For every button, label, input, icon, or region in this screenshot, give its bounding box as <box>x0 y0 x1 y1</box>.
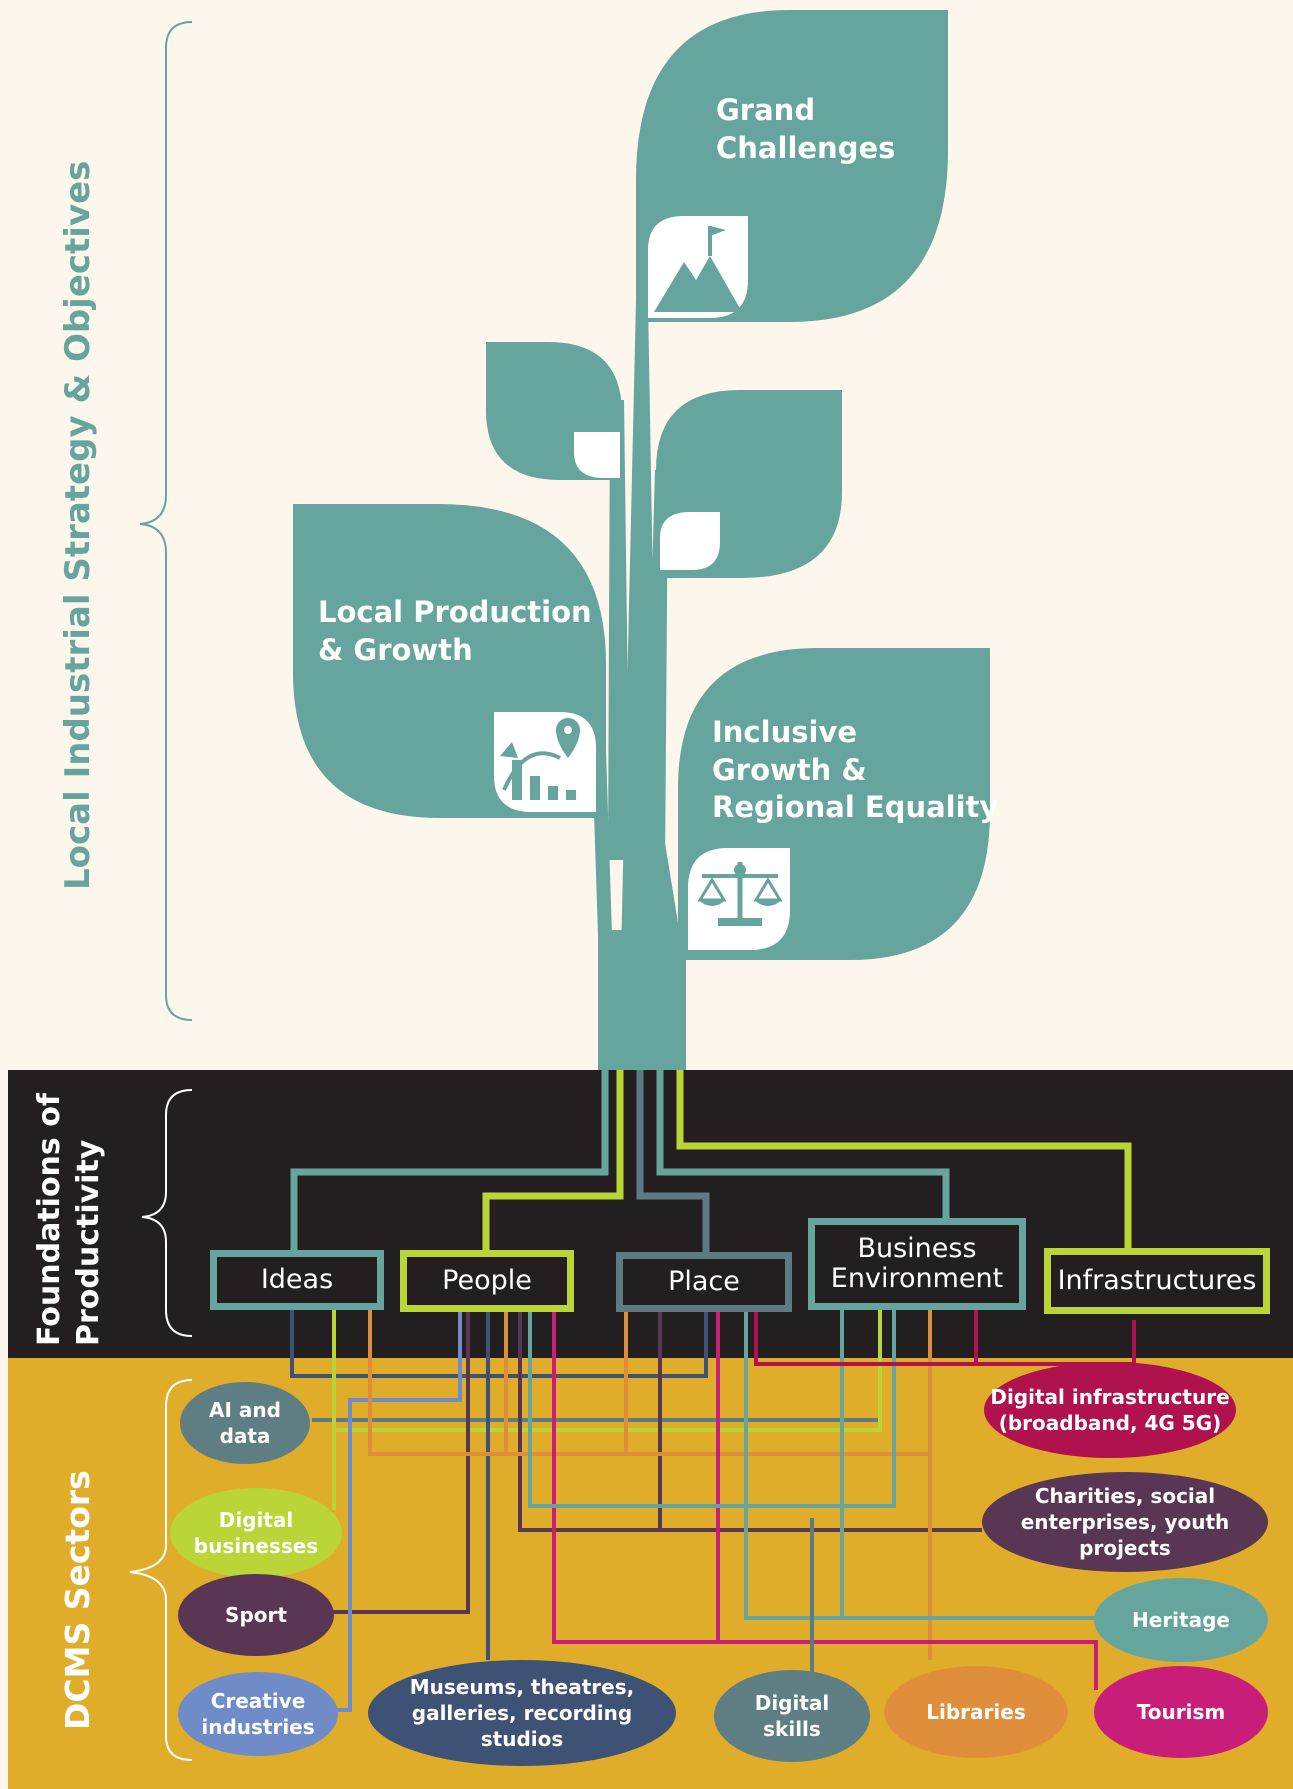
sector-charities: Charities, social enterprises, youth pro… <box>982 1472 1268 1572</box>
sector-ai-and-data: AI and data <box>180 1382 310 1464</box>
sector-tourism: Tourism <box>1094 1666 1268 1758</box>
foundation-place: Place <box>616 1252 792 1312</box>
foundation-infrastructures: Infrastructures <box>1044 1248 1270 1314</box>
sector-sport: Sport <box>178 1574 334 1656</box>
foundations-brace <box>141 1089 193 1337</box>
sectors-brace <box>129 1379 193 1761</box>
foundation-people: People <box>400 1250 574 1312</box>
foundations-band <box>8 1070 1293 1358</box>
local-production-title: Local Production & Growth <box>318 595 592 667</box>
growth-chart-location-icon <box>494 712 596 812</box>
foundation-business-environment: Business Environment <box>808 1218 1026 1310</box>
small-leaf-left-accent <box>574 432 620 478</box>
sector-connectors <box>290 1310 1136 1712</box>
sector-digital-infrastructure: Digital infrastructure (broadband, 4G 5G… <box>984 1362 1236 1458</box>
mountain-flag-icon <box>648 216 748 318</box>
inclusive-growth-title: Inclusive Growth & Regional Equality <box>712 715 999 825</box>
sector-libraries: Libraries <box>884 1666 1068 1758</box>
sector-heritage: Heritage <box>1094 1578 1268 1662</box>
sector-digital-businesses: Digital businesses <box>170 1488 342 1578</box>
sector-creative-industries: Creative industries <box>178 1672 338 1756</box>
tree-stems <box>590 300 686 1070</box>
sector-museums: Museums, theatres, galleries, recording … <box>368 1660 676 1766</box>
scales-icon <box>688 848 790 950</box>
sectors-label: DCMS Sectors <box>58 1470 97 1730</box>
strategy-brace <box>139 21 193 1021</box>
strategy-label: Local Industrial Strategy & Objectives <box>58 160 98 890</box>
grand-challenges-title: Grand Challenges <box>716 93 896 165</box>
root-connectors <box>290 1070 1132 1256</box>
foundation-ideas: Ideas <box>210 1250 384 1310</box>
sector-digital-skills: Digital skills <box>714 1670 870 1762</box>
foundations-label: Foundations of Productivity <box>32 1093 106 1346</box>
small-leaf-right-accent <box>660 512 720 570</box>
